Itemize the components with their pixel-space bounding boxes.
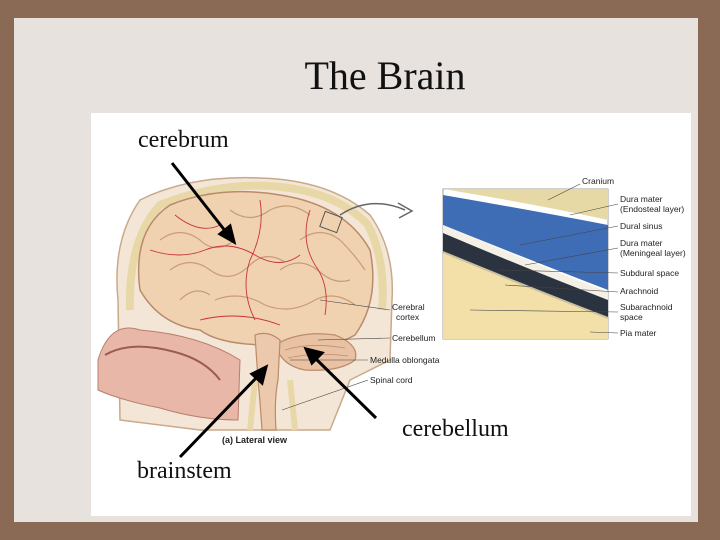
blood-vessels: [149, 199, 327, 326]
gyri: [159, 205, 366, 310]
inset-leader-lines: [469, 183, 619, 334]
label-spinal-cord: Spinal cord: [370, 375, 413, 385]
label-dura-endosteal-2: (Endosteal layer): [620, 204, 684, 214]
label-dura-meningeal-1: Dura mater: [620, 238, 663, 248]
label-dural-sinus: Dural sinus: [620, 221, 663, 231]
label-cranium: Cranium: [582, 176, 614, 186]
label-subdural: Subdural space: [620, 268, 679, 278]
label-medulla-oblongata: Medulla oblongata: [370, 355, 440, 365]
spinal-column: [247, 379, 298, 431]
label-dura-endosteal-1: Dura mater: [620, 194, 663, 204]
brainstem-shape: [254, 332, 281, 431]
label-dura-meningeal-2: (Meningeal layer): [620, 248, 686, 258]
callout-arrows: [170, 162, 378, 459]
face-tissue: [97, 327, 241, 421]
skull: [125, 181, 387, 311]
meninges-inset: [442, 188, 609, 340]
label-subarachnoid-1: Subarachnoid: [620, 302, 673, 312]
detail-marker: [319, 210, 343, 234]
figure-leader-lines: [281, 299, 391, 411]
page-title: The Brain: [304, 53, 466, 98]
nasal-cavity: [104, 345, 221, 381]
label-cerebral-cortex-1: Cerebral: [392, 302, 425, 312]
callout-cerebellum: cerebellum: [402, 416, 509, 442]
detail-arrow: [339, 202, 406, 216]
label-arachnoid: Arachnoid: [620, 286, 659, 296]
label-cerebellum: Cerebellum: [392, 333, 435, 343]
callout-brainstem: brainstem: [137, 458, 232, 484]
label-cerebral-cortex-2: cortex: [396, 312, 420, 322]
label-pia-mater: Pia mater: [620, 328, 657, 338]
callout-cerebrum: cerebrum: [138, 127, 229, 153]
label-subarachnoid-2: space: [620, 312, 643, 322]
view-caption: (a) Lateral view: [222, 435, 288, 445]
cerebrum-shape: [137, 190, 374, 350]
